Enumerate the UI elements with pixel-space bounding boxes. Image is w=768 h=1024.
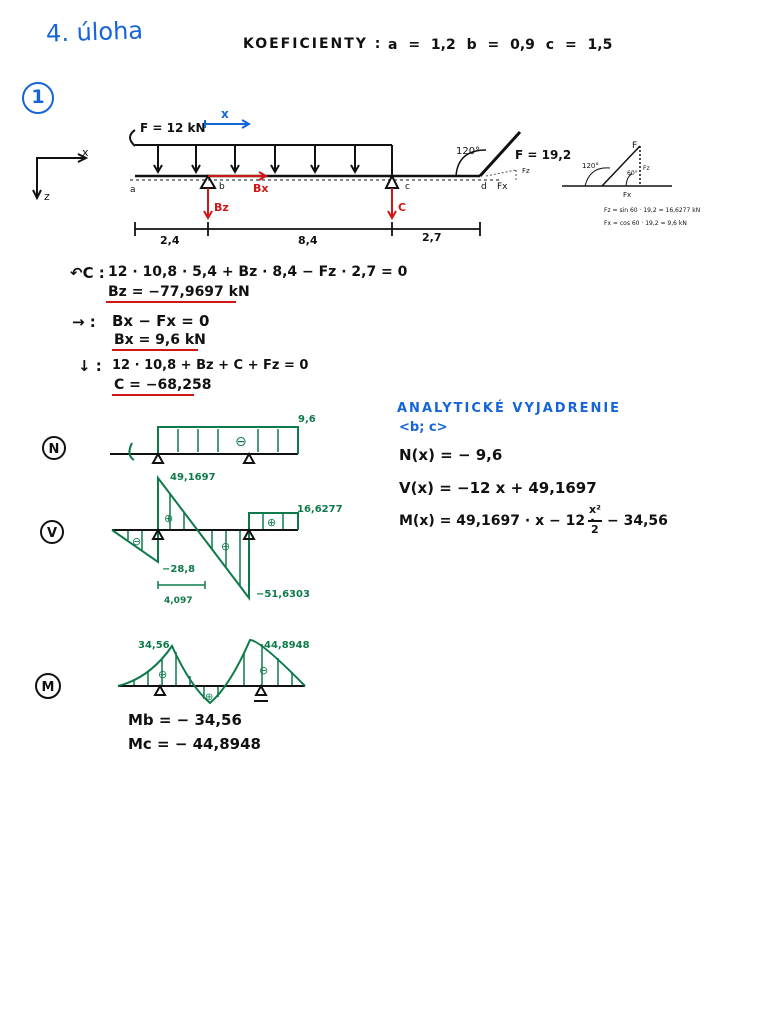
coefficients-label: KOEFICIENTY : <box>243 36 383 52</box>
inset-angle2: 60° <box>627 170 638 177</box>
eq1-symbol: ↶C : <box>70 264 105 282</box>
beam-body <box>130 130 522 181</box>
axis-z-label: z <box>44 190 50 203</box>
mb-value: Mb = − 34,56 <box>128 711 242 729</box>
m-value-b: 34,56 <box>138 640 170 651</box>
eq3: 12 · 10,8 + Bz + C + Fz = 0 <box>112 358 309 373</box>
eq2-symbol: → : <box>72 313 96 331</box>
inset-fx-label: Fx <box>623 191 631 199</box>
inset-angle1: 120° <box>582 162 599 170</box>
mx-fraction-denominator: 2 <box>591 523 599 536</box>
n-label: N <box>49 442 60 457</box>
mx-expression: M(x) = 49,1697 · x − 12 · <box>399 513 596 529</box>
eq2: Bx − Fx = 0 <box>112 312 210 330</box>
beam-diagram: x z F = 12 kN x 120° <box>32 107 700 247</box>
mx-fraction-numerator: x² <box>589 503 601 516</box>
v-value-min: −51,6303 <box>256 589 310 600</box>
nx-expression: N(x) = − 9,6 <box>399 446 503 464</box>
force-component-lines <box>485 169 517 180</box>
mx-fraction-bar <box>588 520 602 522</box>
fz-calculation: Fz = sin 60 · 19,2 = 16,6277 kN <box>604 207 700 214</box>
x-direction-label: x <box>221 107 229 121</box>
fx-calculation: Fx = cos 60 · 19,2 = 9,6 kN <box>604 220 687 227</box>
v-sign-2: ⊕ <box>164 512 173 525</box>
n-value: 9,6 <box>298 414 316 425</box>
load-label: F = 12 kN <box>140 121 206 135</box>
reaction-bz-label: Bz <box>214 201 229 214</box>
fx-label: Fx <box>497 182 508 192</box>
v-value-left-min: −28,8 <box>162 564 195 575</box>
v-label: V <box>47 526 57 541</box>
eq1-result: Bz = −77,9697 kN <box>108 284 250 300</box>
v-sign-1: ⊖ <box>132 535 141 548</box>
reaction-c-label: C <box>398 201 406 214</box>
m-value-c: 44,8948 <box>264 640 310 651</box>
v-diagram: V ⊖ ⊕ ⊖ ⊕ 49,1697 16,6277 −28,8 −51,6303… <box>40 472 343 606</box>
analytic-interval: <b; c> <box>399 420 448 435</box>
mx-expression-end: − 34,56 <box>607 513 668 529</box>
n-diagram: N ⊖ 9,6 <box>42 414 316 464</box>
section-number-circle: 1 <box>22 82 54 114</box>
m-sign-2: ⊕ <box>205 692 213 703</box>
eq1: 12 · 10,8 · 5,4 + Bz · 8,4 − Fz · 2,7 = … <box>108 264 408 280</box>
dim-2: 8,4 <box>298 234 318 247</box>
v-value-max: 49,1697 <box>170 472 216 483</box>
inset-fz-label: Fz <box>643 165 650 172</box>
point-d: d <box>481 182 487 192</box>
fz-label: Fz <box>522 167 530 175</box>
m-label-circle <box>35 673 61 699</box>
m-label: M <box>42 680 55 695</box>
support-c <box>384 173 400 189</box>
v-value-right: 16,6277 <box>297 504 343 515</box>
dimension-line <box>134 222 481 236</box>
m-sign-3: ⊖ <box>259 664 268 677</box>
axis-symbol <box>32 153 89 201</box>
dim-1: 2,4 <box>160 234 180 247</box>
analytic-title: ANALYTICKÉ VYJADRENIE <box>397 401 622 416</box>
internal-force-diagrams: N ⊖ 9,6 V ⊖ <box>35 414 343 705</box>
section-number: 1 <box>31 86 45 108</box>
mc-value: Mc = − 44,8948 <box>128 735 261 753</box>
point-c: c <box>405 182 410 192</box>
force-label: F = 19,2 <box>515 148 571 162</box>
reaction-bz-arrow <box>203 188 213 221</box>
eq2-result: Bx = 9,6 kN <box>114 332 206 348</box>
dim-3: 2,7 <box>422 231 442 244</box>
v-sign-4: ⊕ <box>267 516 276 529</box>
reaction-c-arrow <box>387 188 397 221</box>
eq1-result-underline <box>106 301 236 303</box>
reaction-bx-label: Bx <box>253 182 268 195</box>
support-b <box>199 174 217 189</box>
v-zero-distance: 4,097 <box>164 596 192 606</box>
vx-expression: V(x) = −12 x + 49,1697 <box>399 479 597 497</box>
reaction-bx-arrow <box>208 171 269 181</box>
inset-f-label: F <box>632 141 637 151</box>
n-sign: ⊖ <box>235 434 247 450</box>
distributed-load <box>129 129 392 175</box>
n-label-circle <box>42 436 66 460</box>
force-decomposition-inset <box>562 145 672 187</box>
eq3-symbol: ↓ : <box>78 357 102 375</box>
angle-label: 120° <box>456 146 480 157</box>
coefficients-values: a = 1,2 b = 0,9 c = 1,5 <box>388 37 613 53</box>
v-label-circle <box>40 520 64 544</box>
axis-x-label: x <box>82 146 89 159</box>
x-direction-arrow <box>204 119 252 129</box>
v-sign-3: ⊖ <box>221 540 230 553</box>
m-sign-1: ⊖ <box>158 668 167 681</box>
point-a: a <box>130 185 136 195</box>
eq3-result: C = −68,258 <box>114 377 212 393</box>
point-b: b <box>219 182 225 192</box>
eq3-result-underline <box>112 394 194 396</box>
eq2-result-underline <box>112 349 198 351</box>
m-diagram: M ⊖ ⊕ ⊖ 34,56 44,8948 <box>35 638 310 705</box>
